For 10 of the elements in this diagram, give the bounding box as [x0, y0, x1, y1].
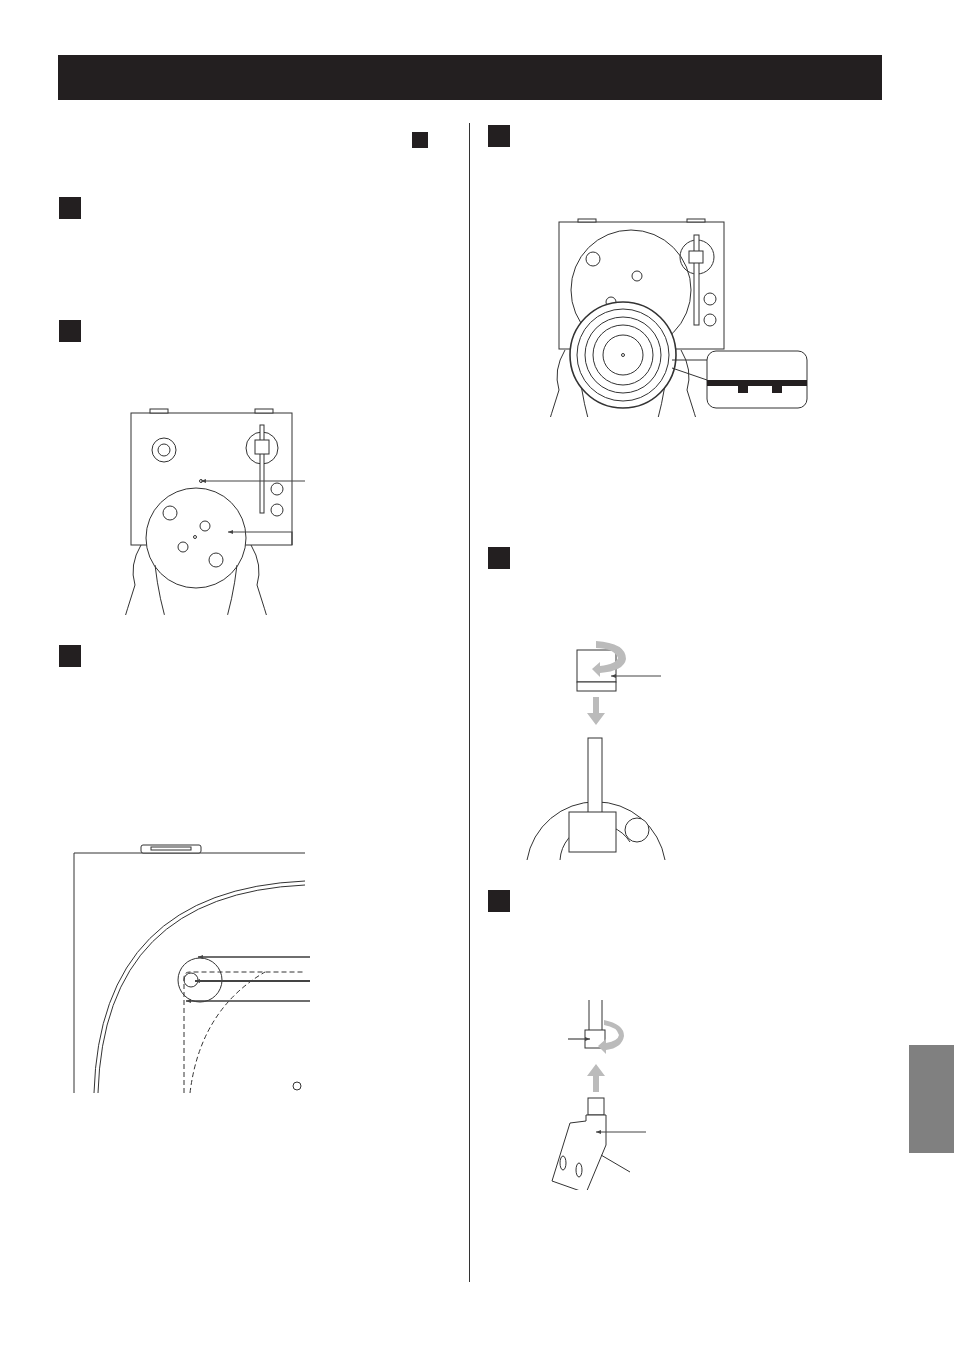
leader-line: [200, 479, 306, 483]
leader-line: [595, 1130, 647, 1134]
leader-line: [610, 674, 662, 678]
leader-line: [197, 955, 311, 959]
leader-line: [567, 1037, 591, 1041]
side-tab: [909, 1045, 954, 1153]
turntable-drawing: [548, 215, 810, 417]
leader-line: [185, 999, 311, 1003]
leader-line: [194, 979, 311, 983]
leader-line: [227, 530, 293, 546]
